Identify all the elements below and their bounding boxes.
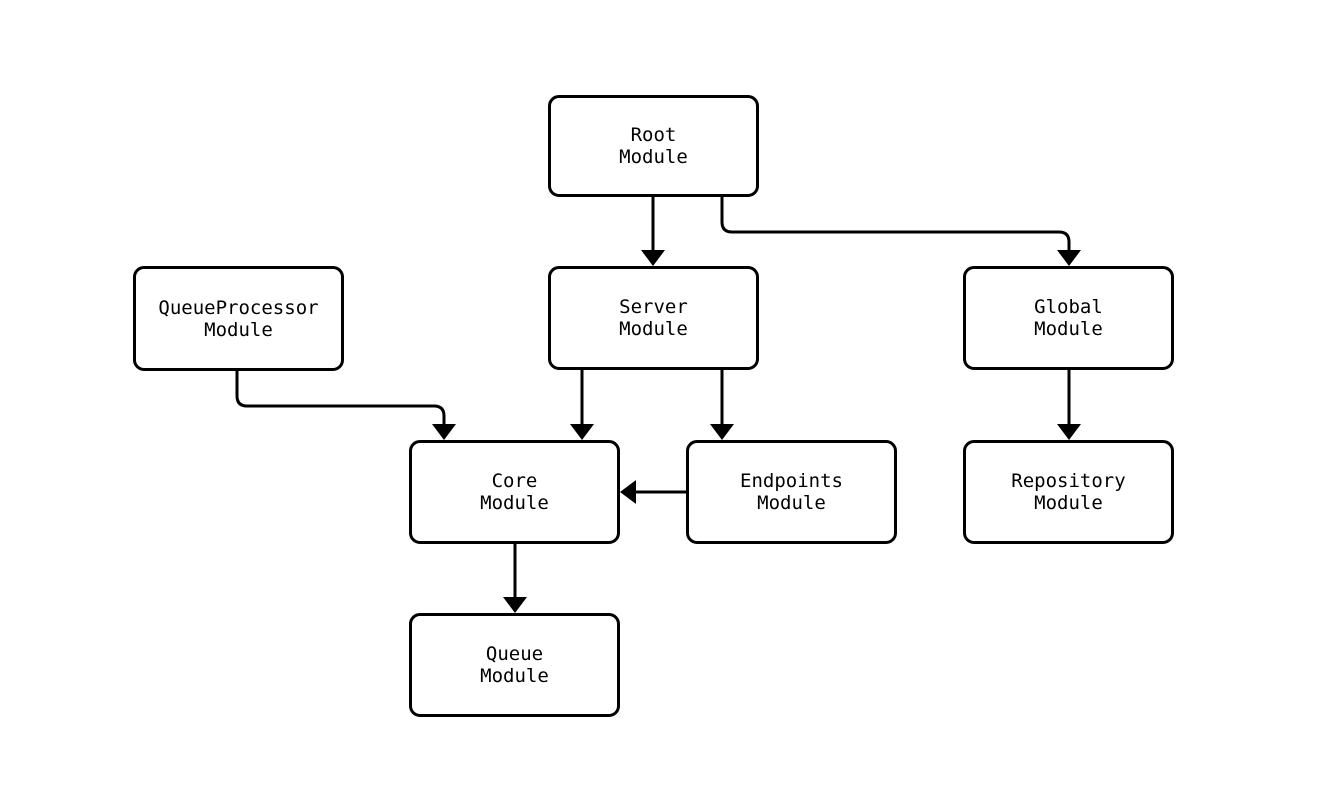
arrowhead-global-to-repository	[1057, 424, 1081, 440]
arrowhead-endpoints-to-core	[620, 480, 636, 504]
arrowhead-root-to-server	[641, 250, 665, 266]
node-label-global: Global Module	[1034, 296, 1103, 340]
node-repository[interactable]: Repository Module	[963, 440, 1174, 544]
arrowhead-server-to-endpoints	[710, 424, 734, 440]
node-queue[interactable]: Queue Module	[409, 613, 620, 717]
node-root[interactable]: Root Module	[548, 95, 759, 197]
node-label-endpoints: Endpoints Module	[740, 470, 843, 514]
arrowhead-core-to-queue	[503, 597, 527, 613]
edge-queueprocessor-to-core	[235, 371, 446, 432]
node-core[interactable]: Core Module	[409, 440, 620, 544]
node-endpoints[interactable]: Endpoints Module	[686, 440, 897, 544]
node-queueprocessor[interactable]: QueueProcessor Module	[133, 266, 344, 371]
arrowhead-root-to-global	[1057, 250, 1081, 266]
node-label-server: Server Module	[619, 296, 688, 340]
node-label-core: Core Module	[480, 470, 549, 514]
arrowhead-server-to-core	[570, 424, 594, 440]
arrowhead-queueprocessor-to-core	[432, 424, 456, 440]
node-server[interactable]: Server Module	[548, 266, 759, 370]
node-label-root: Root Module	[619, 124, 688, 168]
node-label-queue: Queue Module	[480, 643, 549, 687]
edge-root-to-global	[720, 197, 1071, 258]
node-label-queueprocessor: QueueProcessor Module	[158, 296, 319, 341]
node-label-repository: Repository Module	[1011, 470, 1126, 514]
node-global[interactable]: Global Module	[963, 266, 1174, 370]
